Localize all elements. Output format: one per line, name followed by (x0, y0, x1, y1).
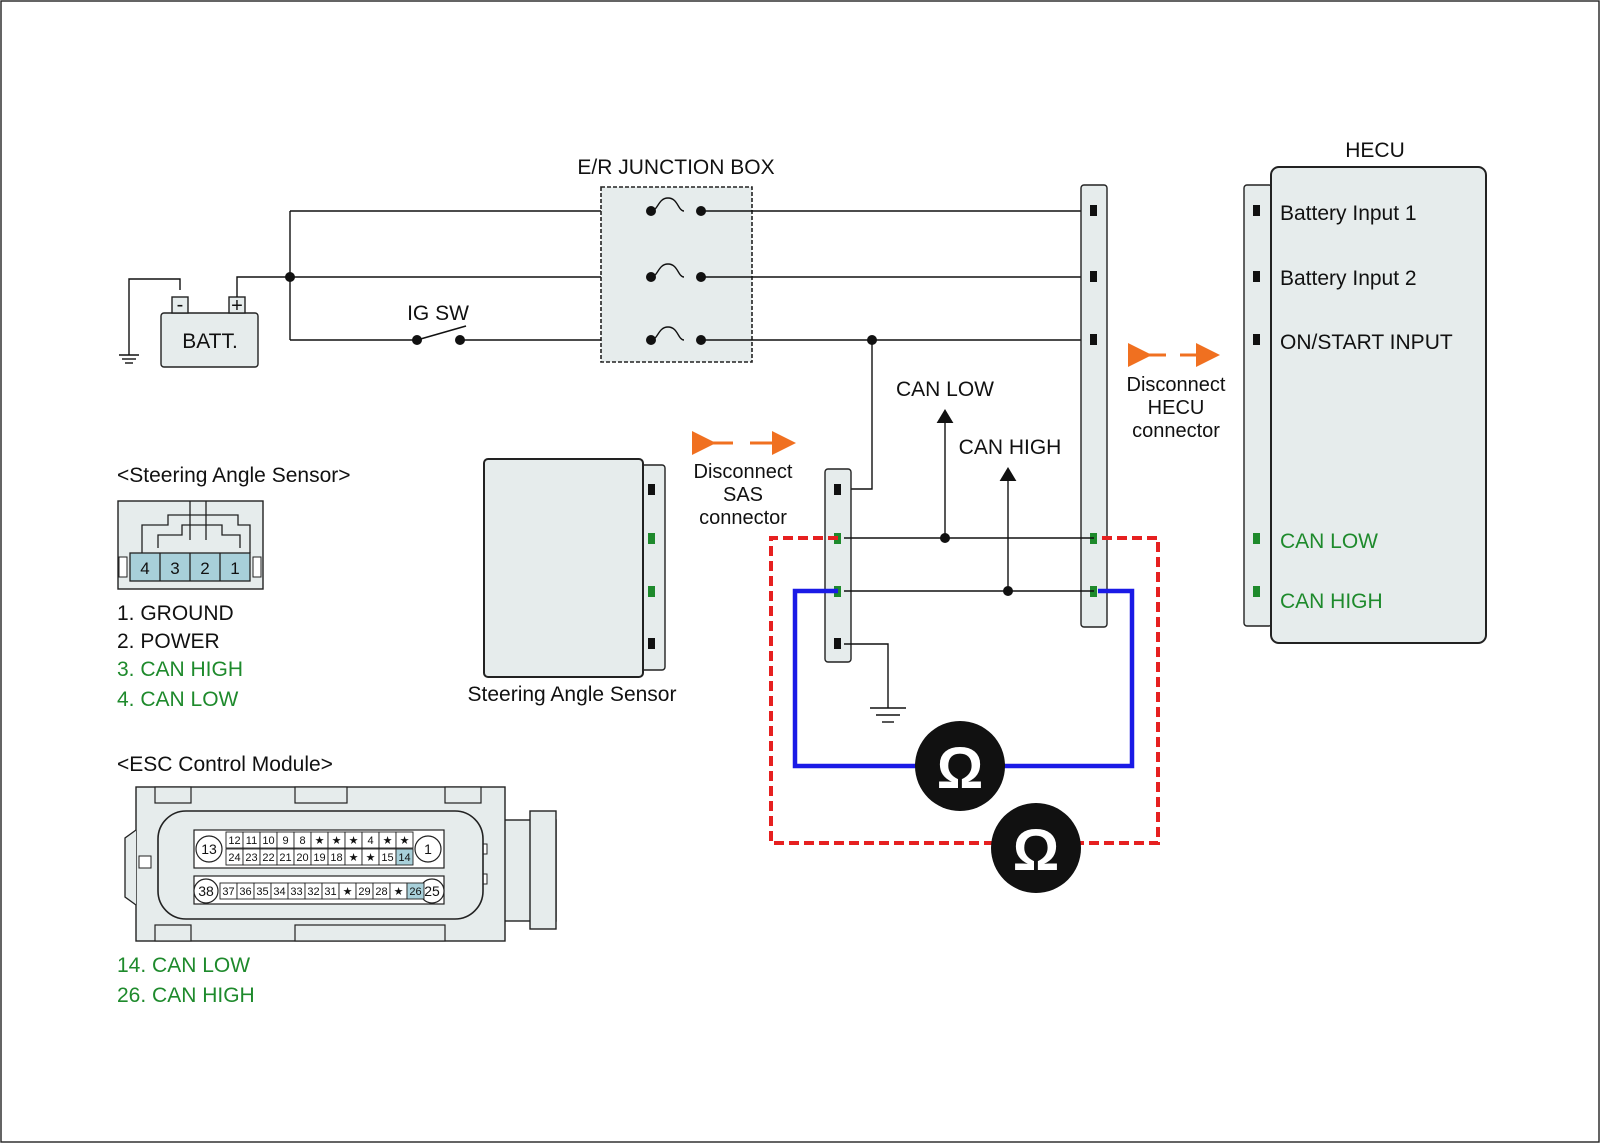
esc-pin-label-r1-7: ★ (349, 835, 359, 847)
esc-pin-label-r2-10: 14 (398, 852, 410, 864)
esc-pin-label-r3-8: 29 (358, 886, 370, 898)
hecu-module: HECU Battery Input 1 Battery Input 2 ON/… (1243, 139, 1487, 644)
disconnect-sas-line1: Disconnect (694, 461, 793, 483)
hecu-harness-connector (1080, 184, 1108, 628)
esc-pin-38: 38 (198, 883, 214, 899)
fuse-2 (646, 263, 706, 282)
esc-pin-label-r2-1: 23 (245, 852, 257, 864)
esc-pin-label-r1-2: 10 (262, 835, 274, 847)
esc-legend-2: 26. CAN HIGH (117, 984, 255, 1007)
esc-pin-cell-r1-10 (395, 831, 414, 849)
hecu-pin-battery-input-1: Battery Input 1 (1280, 202, 1417, 225)
ohm-symbol-2: Ω (1013, 818, 1060, 883)
esc-pin-label-r2-6: 18 (330, 852, 342, 864)
sas-legend-3: 3. CAN HIGH (117, 658, 243, 681)
esc-pin-label-r1-6: ★ (332, 835, 342, 847)
sas-connector-title: <Steering Angle Sensor> (117, 464, 351, 487)
esc-pin-label-r2-8: ★ (366, 852, 376, 864)
disconnect-sas-line3: connector (699, 507, 787, 529)
esc-pin-label-r2-3: 21 (279, 852, 291, 864)
esc-pin-label-r3-0: 37 (222, 886, 234, 898)
wire-sas-power (835, 340, 873, 490)
esc-pin-label-r1-10: ★ (400, 835, 410, 847)
esc-pin-label-r2-5: 19 (313, 852, 325, 864)
esc-pin-label-r1-8: 4 (367, 835, 373, 847)
esc-pin-label-r1-3: 9 (282, 835, 288, 847)
esc-pin-label-r3-4: 33 (290, 886, 302, 898)
sas-legend-1: 1. GROUND (117, 602, 234, 625)
sas-pin-4: 4 (140, 559, 149, 578)
sas-component-label: Steering Angle Sensor (468, 683, 677, 706)
esc-pin-label-r3-5: 32 (307, 886, 319, 898)
esc-pin-label-r3-9: 28 (375, 886, 387, 898)
sas-legend-4: 4. CAN LOW (117, 688, 239, 711)
esc-pin-cell-r2-10 (395, 848, 414, 866)
esc-pin-label-r3-1: 36 (239, 886, 251, 898)
sas-pin-3: 3 (170, 559, 179, 578)
esc-pin-label-r1-9: ★ (383, 835, 393, 847)
battery-pos-label: + (231, 295, 243, 317)
esc-connector-title: <ESC Control Module> (117, 753, 333, 776)
hecu-pin-battery-input-2: Battery Input 2 (1280, 267, 1417, 290)
junction-box-title: E/R JUNCTION BOX (577, 156, 774, 179)
hecu-pin-can-low: CAN LOW (1280, 530, 1378, 553)
esc-pin-label-r3-6: 31 (324, 886, 336, 898)
ohm-symbol-1: Ω (937, 736, 984, 801)
disconnect-hecu-line3: connector (1132, 420, 1220, 442)
can-low-branch-label: CAN LOW (896, 378, 994, 401)
esc-pin-13: 13 (201, 841, 217, 857)
steering-angle-sensor: Steering Angle Sensor (468, 458, 677, 706)
battery: - + BATT. (160, 294, 259, 368)
esc-pin-label-r2-9: 15 (381, 852, 393, 864)
esc-pin-cell-r3-11 (406, 882, 425, 900)
hecu-title: HECU (1345, 139, 1405, 162)
esc-pin-label-r1-1: 11 (246, 835, 257, 847)
sas-harness-connector (824, 468, 852, 663)
sas-pin-2: 2 (200, 559, 209, 578)
can-high-branch-label: CAN HIGH (959, 436, 1062, 459)
battery-neg-label: - (177, 294, 184, 316)
disconnect-hecu-line1: Disconnect (1127, 374, 1226, 396)
esc-pin-label-r3-3: 34 (273, 886, 285, 898)
sas-connector-face: <Steering Angle Sensor> 4 3 2 1 (117, 464, 351, 590)
esc-pin-label-r2-4: 20 (296, 852, 308, 864)
esc-pin-label-r1-0: 12 (228, 835, 240, 847)
ig-sw-label: IG SW (407, 302, 469, 325)
battery-ground-symbol (119, 278, 181, 364)
can-low-meter-lead (769, 536, 1160, 845)
disconnect-sas-line2: SAS (723, 484, 763, 506)
esc-pin-label-r3-10: ★ (394, 886, 404, 898)
sas-ground-symbol (844, 643, 906, 723)
esc-pin-label-r2-0: 24 (228, 852, 240, 864)
hecu-pin-on-start-input: ON/START INPUT (1280, 331, 1453, 354)
hecu-pin-can-high: CAN HIGH (1280, 590, 1383, 613)
sas-legend-2: 2. POWER (117, 630, 220, 653)
esc-pin-label-r3-11: 26 (409, 886, 421, 898)
esc-legend-1: 14. CAN LOW (117, 954, 250, 977)
esc-pin-label-r3-7: ★ (343, 886, 353, 898)
battery-label: BATT. (182, 330, 238, 353)
esc-pin-label-r3-2: 35 (256, 886, 268, 898)
ohmmeter-can-high[interactable]: Ω (915, 721, 1005, 811)
esc-pin-label-r1-4: 8 (299, 835, 305, 847)
esc-pin-label-r1-5: ★ (315, 835, 325, 847)
disconnect-hecu-line2: HECU (1148, 397, 1205, 419)
esc-pin-1: 1 (424, 841, 432, 857)
esc-pin-label-r2-2: 22 (262, 852, 274, 864)
esc-pin-label-r2-7: ★ (349, 852, 359, 864)
battery-positive-wire (236, 276, 290, 297)
ohmmeter-can-low[interactable]: Ω (991, 803, 1081, 893)
ignition-switch: IG SW (407, 302, 469, 345)
esc-pin-25: 25 (424, 883, 440, 899)
sas-pin-1: 1 (230, 559, 239, 578)
